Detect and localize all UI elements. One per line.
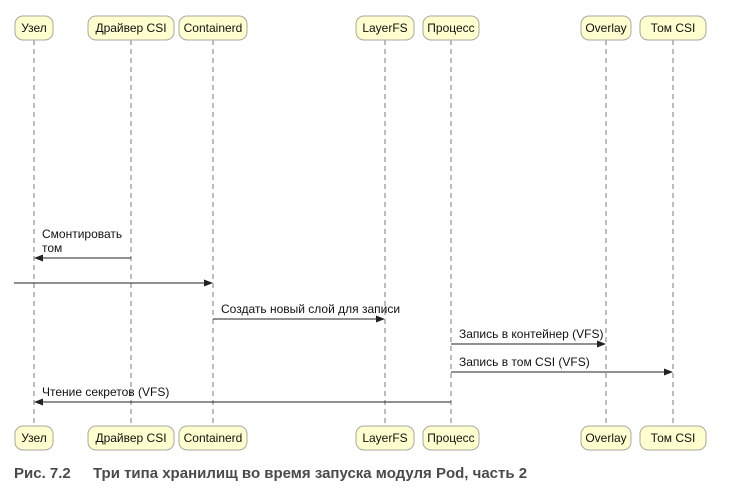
- participant-layerfs-bottom: LayerFS: [355, 425, 415, 451]
- message-4: Запись в том CSI (VFS): [451, 355, 673, 376]
- arrowhead-icon: [664, 368, 673, 376]
- participant-label: Containerd: [184, 21, 243, 35]
- participant-box: [580, 15, 632, 41]
- participant-label: Процесс: [427, 431, 474, 445]
- participant-csi_volume-top: Том CSI: [639, 15, 707, 41]
- participant-node-top: Узел: [14, 15, 54, 41]
- participant-containerd-top: Containerd: [178, 15, 248, 41]
- participant-box: [355, 425, 415, 451]
- participant-containerd-bottom: Containerd: [178, 425, 248, 451]
- participant-box: [178, 425, 248, 451]
- participant-label: LayerFS: [362, 21, 407, 35]
- arrowhead-icon: [376, 315, 385, 323]
- figure-title: Три типа хранилищ во время запуска модул…: [92, 465, 528, 482]
- message-5: Чтение секретов (VFS): [34, 385, 451, 406]
- participant-box: [87, 15, 175, 41]
- participant-label: Узел: [21, 21, 47, 35]
- participant-label: Overlay: [585, 21, 626, 35]
- message-label: Чтение секретов (VFS): [42, 385, 169, 399]
- participant-box: [580, 425, 632, 451]
- participant-box: [639, 15, 707, 41]
- arrowhead-icon: [597, 340, 606, 348]
- message-label: Запись в контейнер (VFS): [459, 327, 603, 341]
- participant-csi_driver-bottom: Драйвер CSI: [87, 425, 175, 451]
- participant-process-top: Процесс: [422, 15, 480, 41]
- participant-label: Overlay: [585, 431, 626, 445]
- message-label: Запись в том CSI (VFS): [459, 355, 590, 369]
- arrowhead-icon: [34, 398, 43, 406]
- participant-box: [14, 15, 54, 41]
- participant-process-bottom: Процесс: [422, 425, 480, 451]
- participant-box: [14, 425, 54, 451]
- message-label: Смонтировать: [42, 227, 122, 241]
- message-2: Создать новый слой для записи: [213, 302, 400, 323]
- participant-box: [639, 425, 707, 451]
- participant-layerfs-top: LayerFS: [355, 15, 415, 41]
- arrowhead-icon: [34, 254, 43, 262]
- participant-label: Процесс: [427, 21, 474, 35]
- participant-box: [87, 425, 175, 451]
- participant-csi_volume-bottom: Том CSI: [639, 425, 707, 451]
- participant-overlay-top: Overlay: [580, 15, 632, 41]
- participant-node-bottom: Узел: [14, 425, 54, 451]
- participant-csi_driver-top: Драйвер CSI: [87, 15, 175, 41]
- figure-number: Рис. 7.2: [14, 465, 71, 482]
- participant-label: Containerd: [184, 431, 243, 445]
- participant-label: Узел: [21, 431, 47, 445]
- participant-box: [422, 15, 480, 41]
- participant-label: Том CSI: [651, 431, 696, 445]
- participant-box: [178, 15, 248, 41]
- participant-box: [422, 425, 480, 451]
- message-3: Запись в контейнер (VFS): [451, 327, 606, 348]
- message-label: том: [42, 241, 62, 255]
- participant-box: [355, 15, 415, 41]
- message-label: Создать новый слой для записи: [221, 302, 400, 316]
- participant-label: Драйвер CSI: [95, 431, 166, 445]
- figure-caption: Рис. 7.2 Три типа хранилищ во время запу…: [14, 465, 527, 489]
- participant-overlay-bottom: Overlay: [580, 425, 632, 451]
- arrowhead-icon: [204, 279, 213, 287]
- participant-label: Том CSI: [651, 21, 696, 35]
- participant-label: LayerFS: [362, 431, 407, 445]
- participant-label: Драйвер CSI: [95, 21, 166, 35]
- message-1: [14, 279, 213, 287]
